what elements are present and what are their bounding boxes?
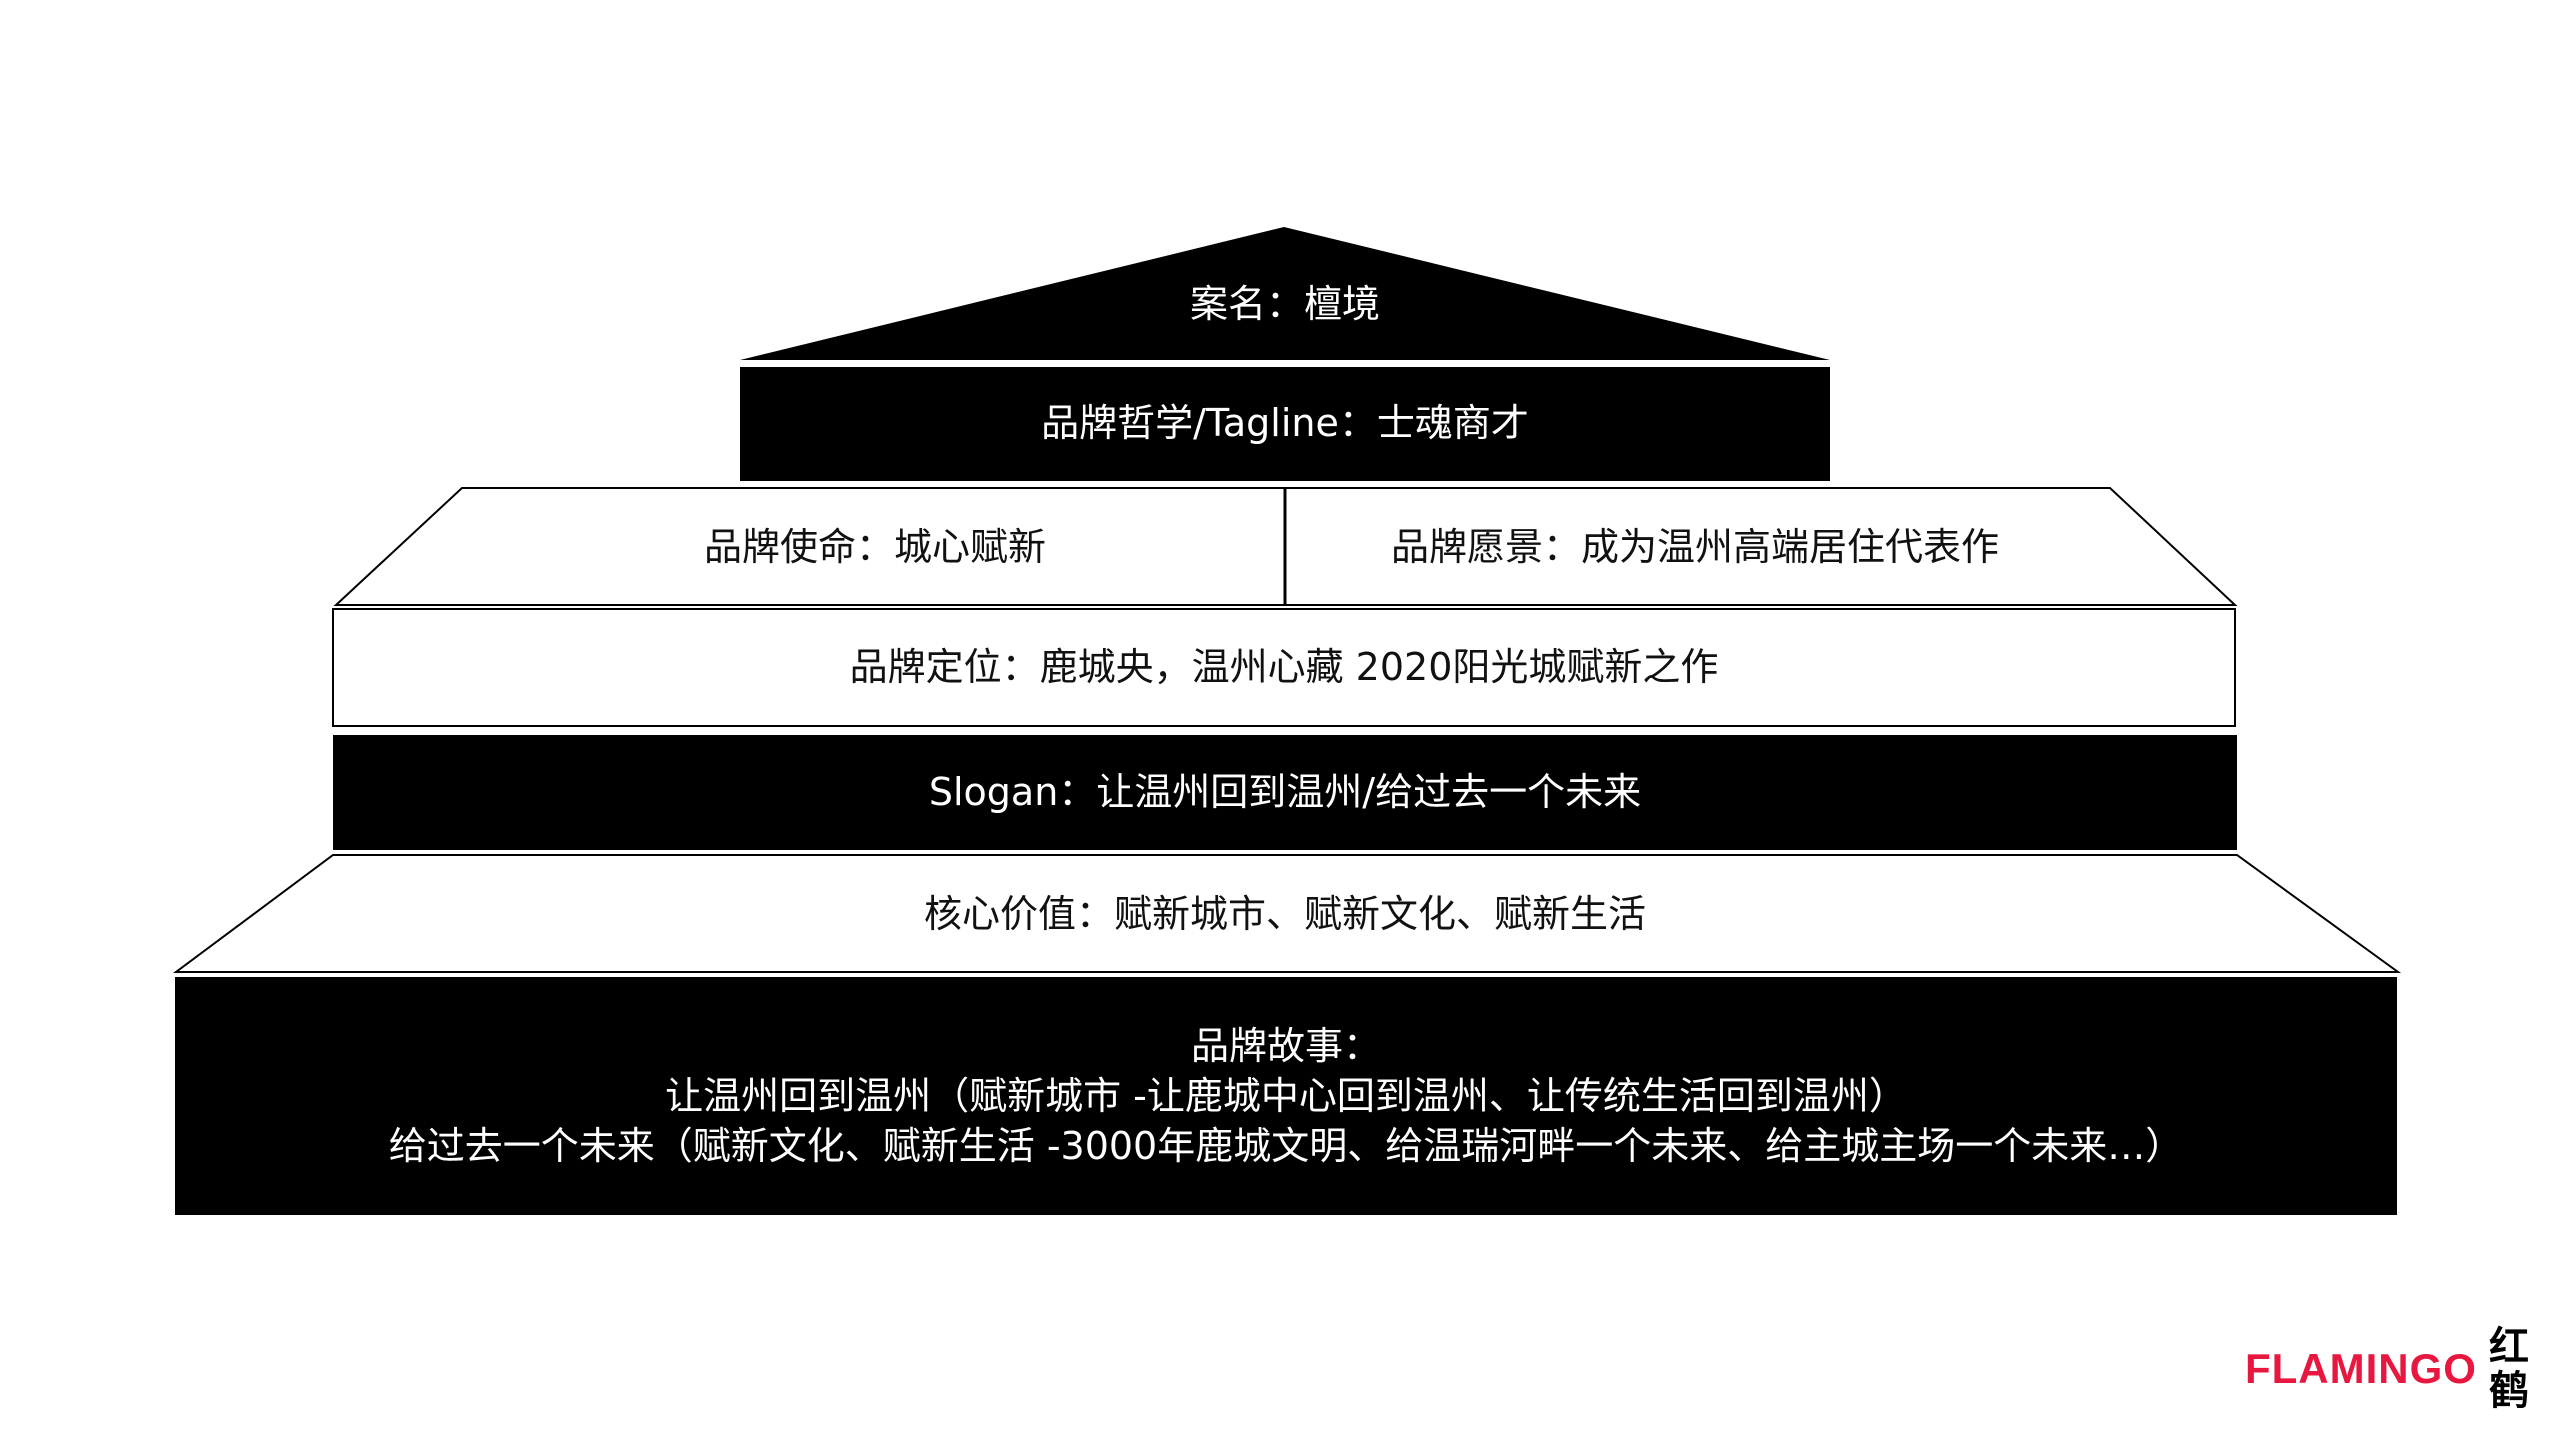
brand-story-line-1: 让温州回到温州（赋新城市 -让鹿城中心回到温州、让传统生活回到温州）	[665, 1074, 1907, 1118]
positioning-frame	[332, 608, 2236, 727]
core-values-box: 核心价值：赋新城市、赋新文化、赋新生活	[340, 870, 2230, 960]
flamingo-logo: FLAMINGO 红 鹤	[2245, 1325, 2529, 1413]
roof-triangle	[740, 227, 1830, 360]
logo-brand-chars: 红 鹤	[2489, 1325, 2529, 1413]
mission-label: 品牌使命：城心赋新	[703, 524, 1046, 569]
positioning-box: 品牌定位：鹿城央，温州心藏 2020阳光城赋新之作	[335, 611, 2233, 724]
logo-char-1: 红	[2488, 1323, 2529, 1370]
vision-label: 品牌愿景：成为温州高端居住代表作	[1390, 524, 1999, 569]
mission-box: 品牌使命：城心赋新	[470, 500, 1280, 595]
core-values-label: 核心价值：赋新城市、赋新文化、赋新生活	[923, 892, 1646, 937]
core-values-trapezoid	[172, 854, 2402, 973]
brand-story-block: 品牌故事： 让温州回到温州（赋新城市 -让鹿城中心回到温州、让传统生活回到温州）…	[175, 977, 2397, 1215]
logo-char-2: 鹤	[2488, 1367, 2529, 1414]
tagline-label: 品牌哲学/Tagline：士魂商才	[1041, 401, 1529, 446]
project-name-label: 案名：檀境	[1189, 282, 1380, 327]
brand-story-title: 品牌故事：	[1190, 1024, 1381, 1068]
positioning-label: 品牌定位：鹿城央，温州心藏 2020阳光城赋新之作	[849, 644, 1719, 689]
roof-label-box: 案名：檀境	[1080, 270, 1490, 340]
logo-brand-text: FLAMINGO	[2245, 1345, 2477, 1392]
tagline-bar: 品牌哲学/Tagline：士魂商才	[740, 367, 1830, 481]
slogan-bar: Slogan：让温州回到温州/给过去一个未来	[333, 735, 2237, 850]
slogan-label: Slogan：让温州回到温州/给过去一个未来	[928, 769, 1642, 814]
vision-box: 品牌愿景：成为温州高端居住代表作	[1290, 500, 2100, 595]
brand-story-line-2: 给过去一个未来（赋新文化、赋新生活 -3000年鹿城文明、给温瑞河畔一个未来、给…	[388, 1124, 2184, 1168]
